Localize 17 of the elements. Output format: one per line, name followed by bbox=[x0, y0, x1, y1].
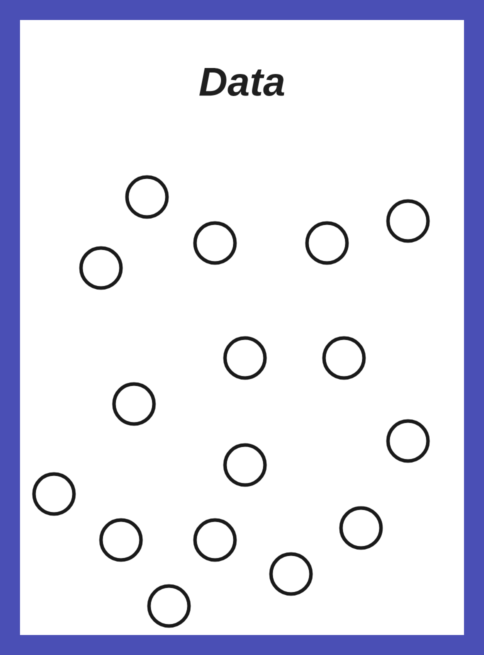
circle bbox=[112, 382, 156, 426]
circle bbox=[193, 221, 237, 265]
title: Data bbox=[199, 68, 284, 96]
circle bbox=[223, 336, 267, 380]
circle bbox=[125, 175, 169, 219]
circle bbox=[386, 419, 430, 463]
circle bbox=[339, 506, 383, 550]
circle bbox=[322, 336, 366, 380]
circle bbox=[386, 199, 430, 243]
circle bbox=[99, 518, 143, 562]
circle bbox=[269, 552, 313, 596]
circle bbox=[305, 221, 349, 265]
circle bbox=[223, 443, 267, 487]
circle bbox=[79, 246, 123, 290]
circle bbox=[32, 472, 76, 516]
circle bbox=[147, 584, 191, 628]
circle bbox=[193, 518, 237, 562]
